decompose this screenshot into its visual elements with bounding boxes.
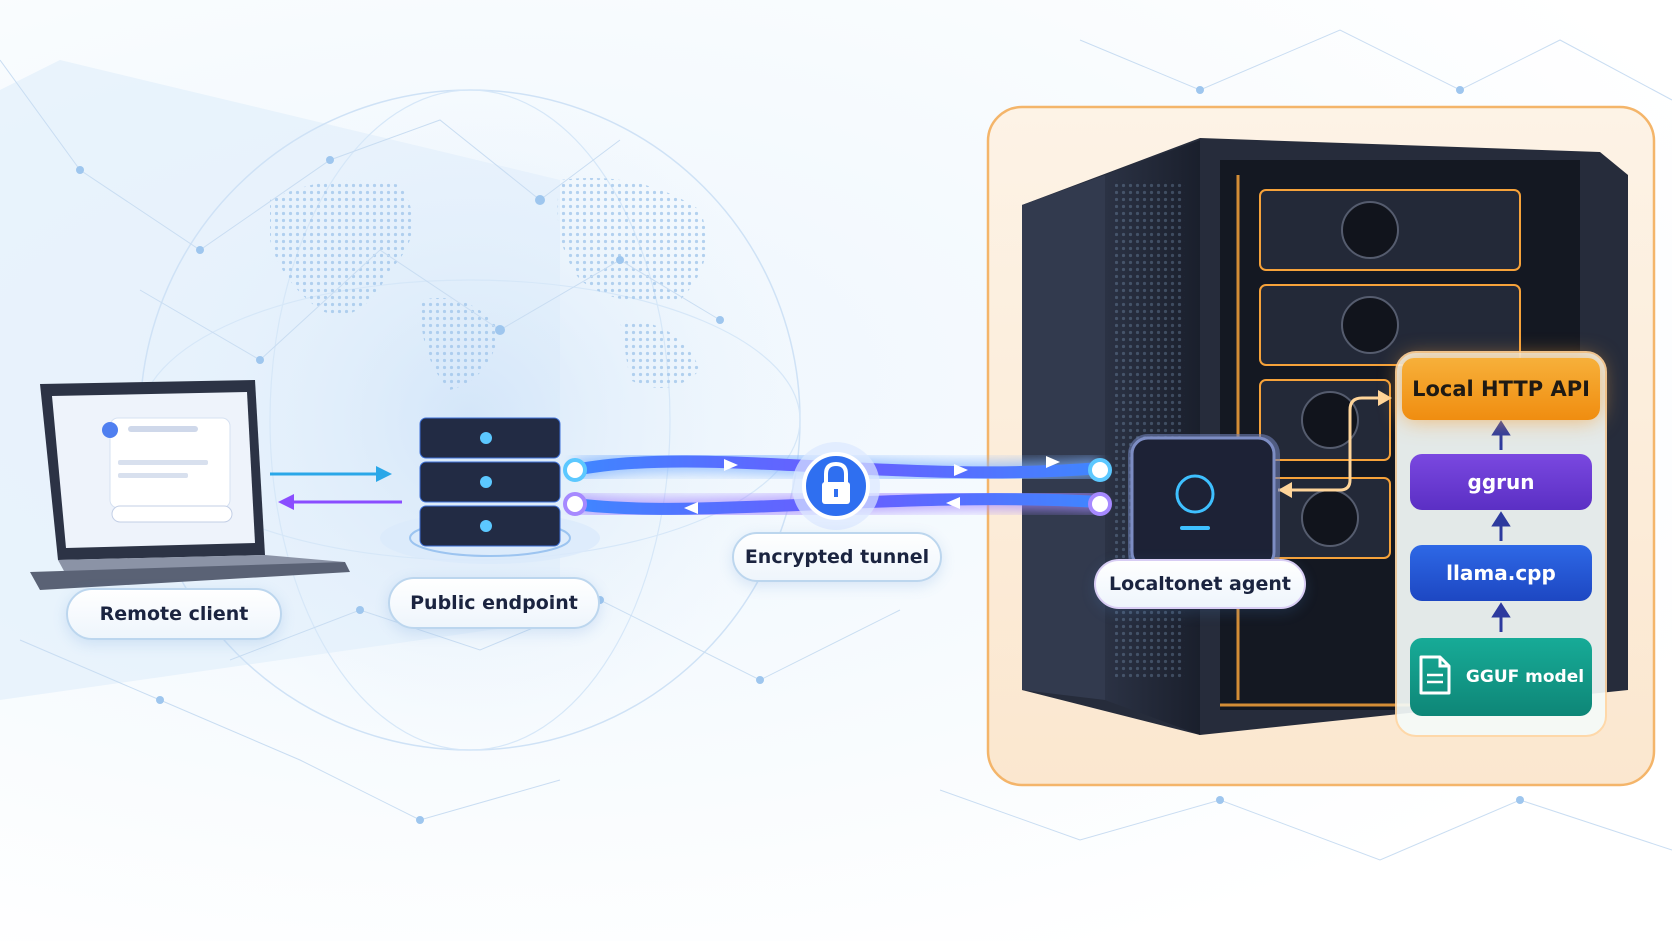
agent-icon — [1128, 434, 1280, 574]
server-icon — [380, 417, 600, 564]
lock-icon — [792, 442, 880, 530]
world-map — [270, 178, 707, 390]
llama-cpp-box: llama.cpp — [1410, 545, 1592, 601]
encrypted-tunnel-label: Encrypted tunnel — [732, 532, 942, 582]
localtonet-agent-label: Localtonet agent — [1094, 559, 1306, 609]
local-http-api-box: Local HTTP API — [1402, 358, 1600, 420]
laptop-icon — [30, 380, 350, 590]
gguf-model-box: GGUF model — [1410, 638, 1592, 716]
public-endpoint-label: Public endpoint — [388, 577, 600, 629]
ggrun-box: ggrun — [1410, 454, 1592, 510]
remote-client-label: Remote client — [66, 588, 282, 640]
document-icon — [1418, 655, 1452, 700]
gguf-model-label: GGUF model — [1465, 667, 1585, 687]
